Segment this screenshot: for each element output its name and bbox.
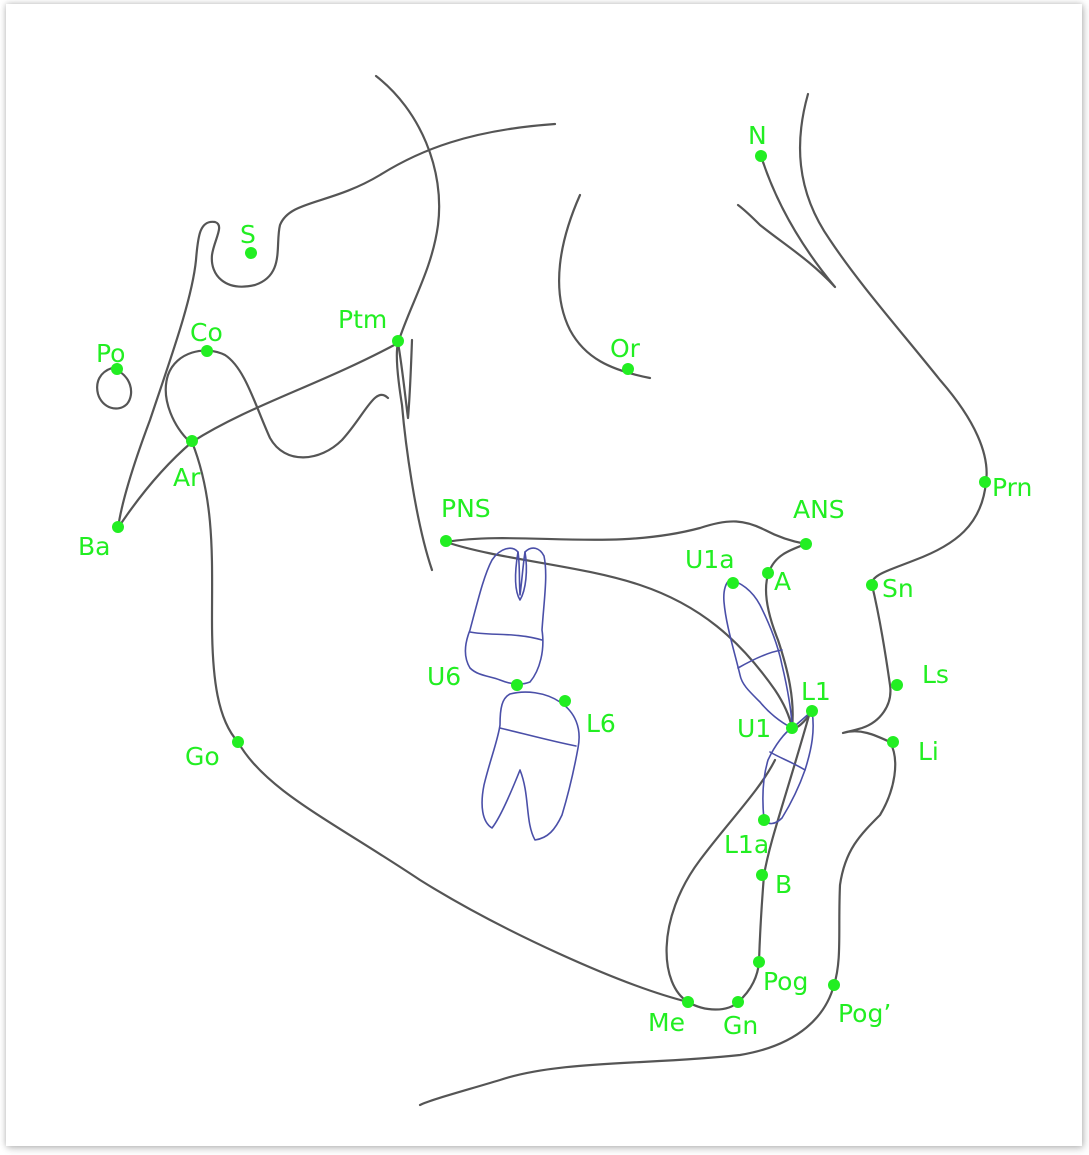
- label-ar: Ar: [173, 463, 201, 492]
- landmark-dot-ba: [112, 521, 124, 533]
- landmark-dot-ar: [186, 435, 198, 447]
- label-l6: L6: [586, 709, 616, 738]
- label-gn: Gn: [723, 1011, 758, 1040]
- upper-molar-outline: [465, 548, 545, 684]
- label-go: Go: [185, 742, 220, 771]
- label-b: B: [775, 870, 792, 899]
- label-l1a: L1a: [724, 830, 769, 859]
- landmark-dot-l1a: [758, 814, 770, 826]
- landmark-dot-ans: [800, 538, 812, 550]
- maxilla-contour: [446, 521, 812, 728]
- label-u1: U1: [737, 714, 771, 743]
- landmark-dot-li: [887, 736, 899, 748]
- lower-molar-outline: [482, 692, 579, 840]
- landmark-dot-u1a: [727, 577, 739, 589]
- label-or: Or: [610, 334, 641, 363]
- label-n: N: [748, 121, 767, 150]
- label-ba: Ba: [78, 532, 110, 561]
- label-sn: Sn: [882, 574, 914, 603]
- landmark-dot-gn: [732, 996, 744, 1008]
- landmark-dot-me: [682, 996, 694, 1008]
- label-s: S: [240, 220, 256, 249]
- landmark-dot-b: [756, 869, 768, 881]
- symphysis-contour: [667, 712, 810, 1010]
- landmark-dot-l6: [559, 695, 571, 707]
- label-pog-soft: Pog’: [838, 999, 891, 1028]
- condyle-contour: [166, 351, 388, 458]
- label-pog: Pog: [763, 967, 808, 996]
- landmark-dot-u6: [511, 679, 523, 691]
- label-ptm: Ptm: [338, 305, 387, 334]
- landmark-labels: N S Ptm Co Po Or Ar Ba PNS ANS Prn U1a A…: [78, 121, 1032, 1040]
- landmark-dot-or: [622, 363, 634, 375]
- landmark-dot-sn: [866, 579, 878, 591]
- landmark-dot-go: [232, 736, 244, 748]
- label-ls: Ls: [922, 660, 949, 689]
- label-me: Me: [648, 1008, 685, 1037]
- landmark-dot-l1: [806, 705, 818, 717]
- lower-molar-line: [500, 728, 576, 746]
- landmark-dot-ptm: [392, 335, 404, 347]
- label-l1: L1: [801, 677, 831, 706]
- landmark-dot-n: [755, 150, 767, 162]
- cranial-base-line: [118, 343, 398, 528]
- label-u1a: U1a: [685, 545, 735, 574]
- label-pns: PNS: [441, 494, 491, 523]
- landmark-dot-u1: [786, 722, 798, 734]
- contours: [97, 76, 986, 1105]
- landmark-dot-a: [762, 567, 774, 579]
- label-po: Po: [96, 339, 125, 368]
- label-li: Li: [918, 737, 939, 766]
- label-ans: ANS: [793, 495, 845, 524]
- label-prn: Prn: [992, 473, 1032, 502]
- teeth: [465, 548, 813, 840]
- landmark-dot-ls: [891, 679, 903, 691]
- landmark-dot-pns: [440, 535, 452, 547]
- landmark-dot-prn: [979, 476, 991, 488]
- label-co: Co: [190, 318, 223, 347]
- label-a: A: [774, 567, 791, 596]
- label-u6: U6: [427, 662, 461, 691]
- pterygomaxillary-fissure: [398, 340, 412, 418]
- nasal-bone-contour: [738, 156, 835, 287]
- landmark-dot-pog-soft: [828, 979, 840, 991]
- upper-molar-line: [470, 632, 542, 640]
